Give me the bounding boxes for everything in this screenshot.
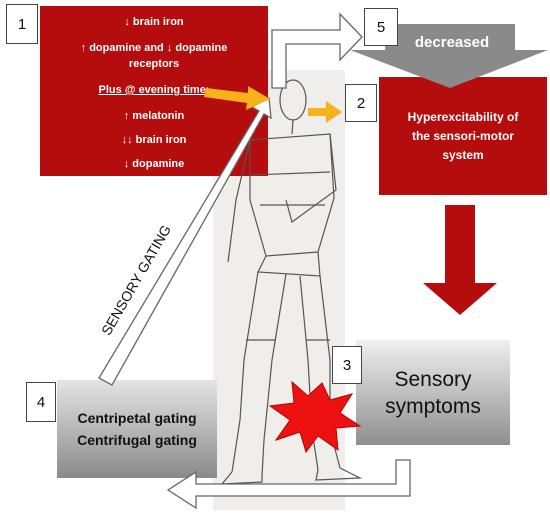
decreased-label: decreased (414, 34, 490, 51)
decreased-arrow (350, 24, 548, 88)
orange-arrow-box-1-to-figure (204, 86, 270, 110)
loop-arrow-to-box-5 (271, 12, 363, 89)
box-3-line: symptoms (385, 394, 481, 418)
box-1-line: ↓ dopamine (123, 158, 185, 170)
symptom-star (268, 380, 362, 454)
box-1-line: ↑ melatonin (123, 110, 185, 122)
box-4-line: Centripetal gating (77, 410, 197, 426)
figure-sketch (220, 79, 363, 485)
sensory-gating-arrow (98, 96, 272, 386)
box-2-hyperexcitability: Hyperexcitability of the sensori-motor s… (379, 77, 547, 195)
red-down-arrow (423, 205, 497, 315)
box-4-number: 4 (26, 382, 56, 422)
box-1-line: Plus @ evening time: (98, 84, 210, 96)
box-3-sensory-symptoms: Sensory symptoms (356, 340, 510, 445)
loop-arrow-box-3-to-box-4 (166, 459, 411, 510)
box-1-line: ↓↓ brain iron (121, 134, 187, 146)
box-2-line: Hyperexcitability of (407, 109, 519, 124)
box-3-number: 3 (332, 346, 362, 384)
box-1-line: ↑ dopamine and ↓ dopamine (80, 42, 228, 54)
box-5-number: 5 (364, 8, 398, 46)
box-1-number: 1 (6, 4, 38, 44)
box-1-line: ↓ brain iron (124, 16, 184, 28)
box-2-line: system (442, 147, 484, 162)
box-4-line: Centrifugal gating (77, 432, 197, 448)
box-1-line: receptors (128, 58, 180, 70)
orange-arrow-figure-to-box-2 (308, 101, 342, 123)
box-2-number: 2 (345, 84, 377, 122)
box-2-line: the sensori-motor (411, 128, 514, 143)
box-3-line: Sensory (394, 367, 472, 391)
box-4-gating: Centripetal gating Centrifugal gating (57, 380, 217, 478)
